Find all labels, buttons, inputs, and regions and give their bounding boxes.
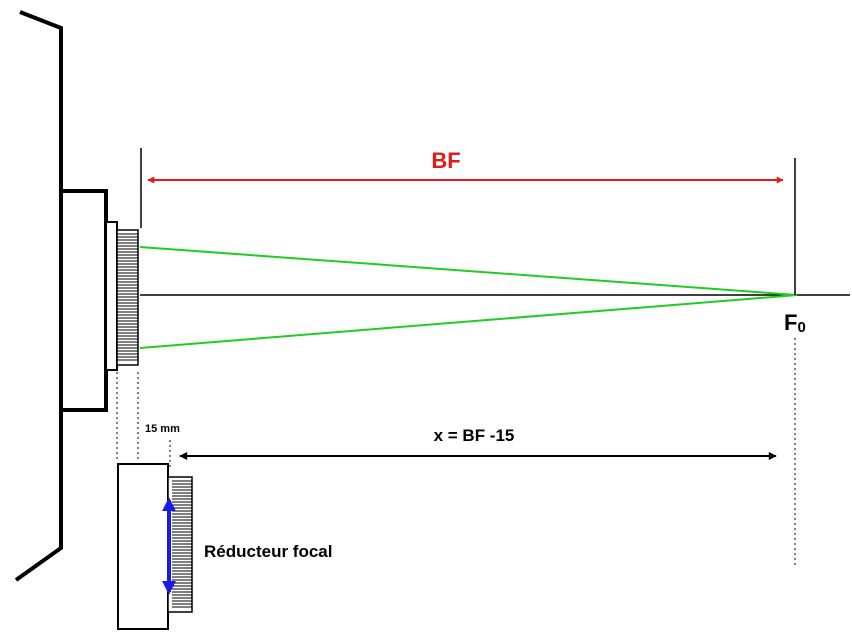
distance-label: x = BF -15 bbox=[434, 426, 515, 445]
threaded-ring bbox=[116, 229, 139, 366]
reducer-label: Réducteur focal bbox=[204, 542, 332, 561]
light-ray-top bbox=[139, 246, 798, 296]
camera-flange bbox=[105, 221, 118, 371]
camera-mount bbox=[59, 189, 108, 412]
focal-point-label: F0 bbox=[784, 310, 806, 336]
bf-label: BF bbox=[431, 148, 460, 173]
camera-body-outline bbox=[14, 10, 63, 582]
focal-reducer bbox=[117, 463, 193, 630]
offset-label: 15 mm bbox=[145, 423, 180, 435]
focal-point-letter: F bbox=[784, 310, 797, 335]
reducer-body bbox=[117, 463, 169, 630]
focal-point-subscript: 0 bbox=[797, 319, 805, 336]
light-ray-bottom bbox=[139, 294, 798, 349]
